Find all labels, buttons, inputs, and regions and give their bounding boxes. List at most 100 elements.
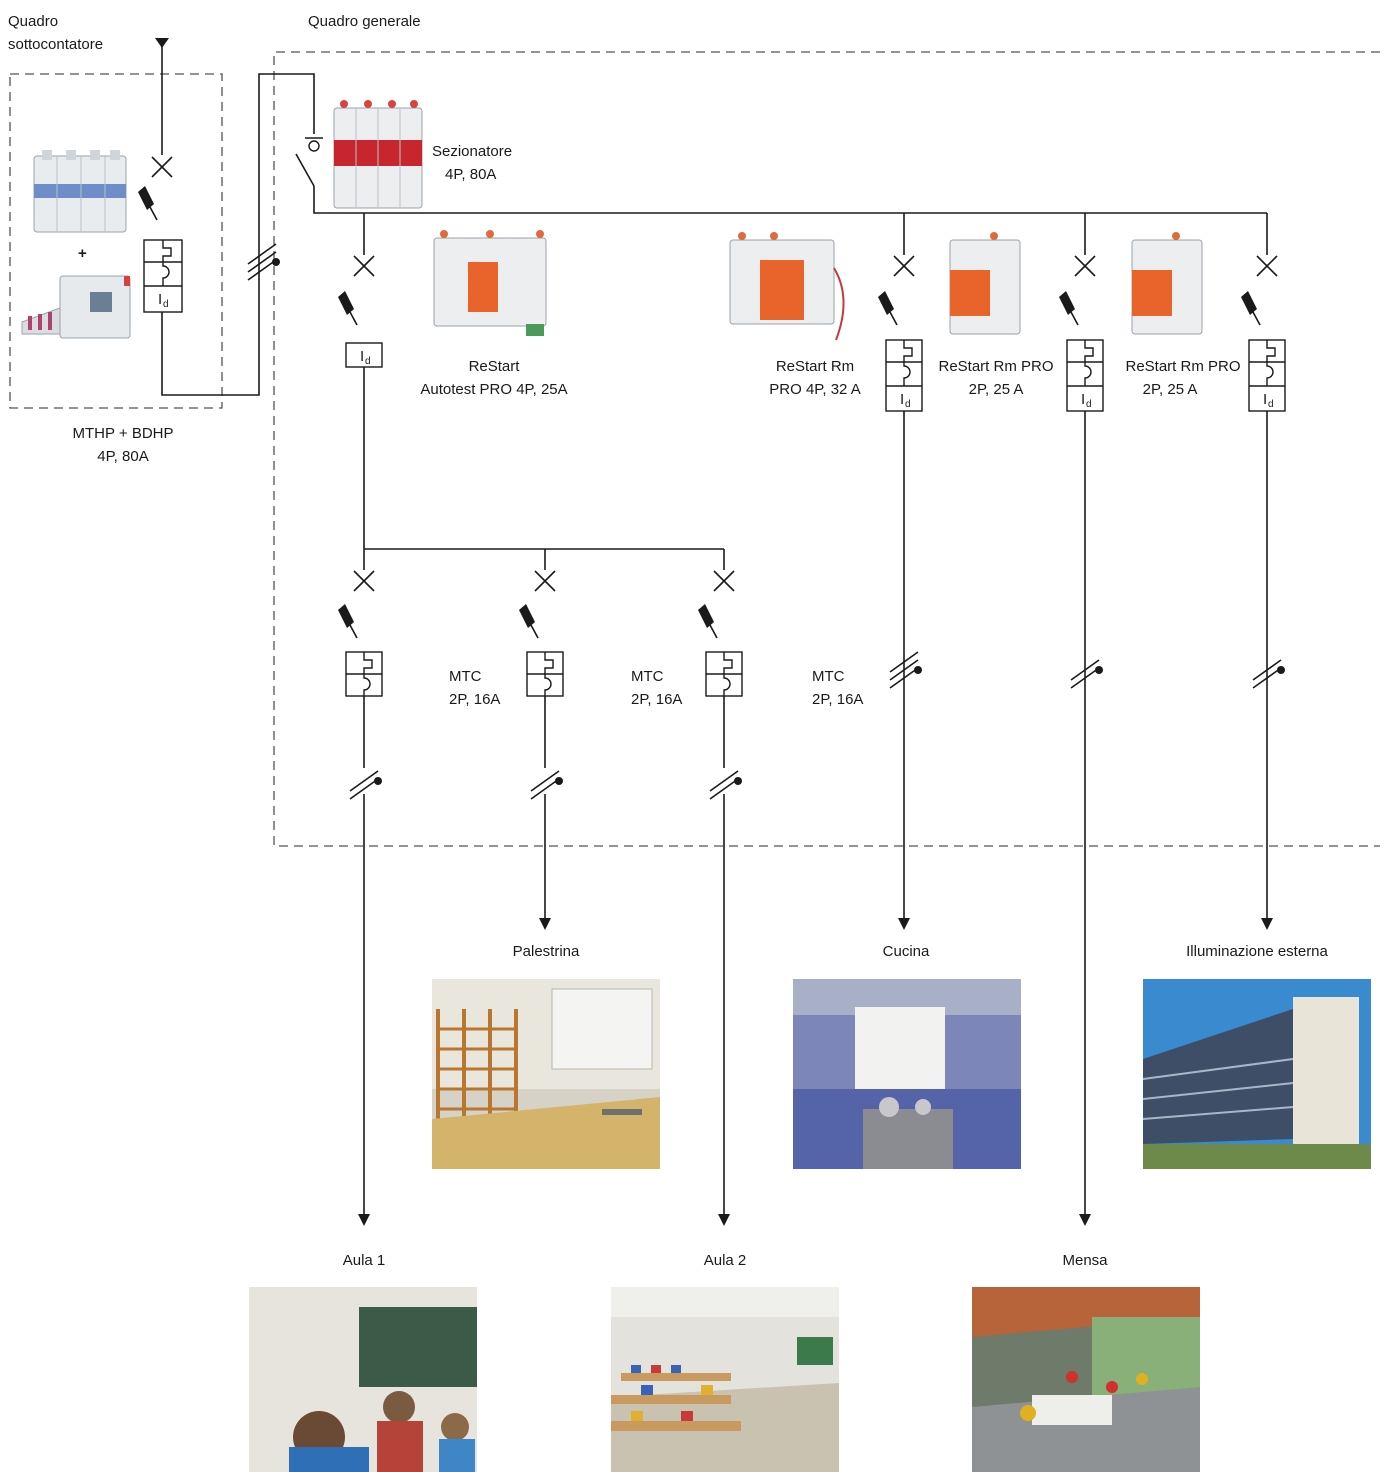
cucina-cross-b <box>893 255 915 277</box>
sezionatore-contact <box>308 140 320 152</box>
sub-branch-2-cable-dot <box>734 777 742 785</box>
sub-branch-0-cable-slash-0 <box>349 778 379 800</box>
illum-id-symbol: I <box>1263 391 1267 408</box>
illum-breaker-handle <box>1241 291 1257 315</box>
main-breaker-handle <box>138 186 154 210</box>
mthp-label: MTHP + BDHP <box>72 425 174 442</box>
illum-arrow <box>1261 918 1273 930</box>
cucina-breaker-contact <box>889 311 898 326</box>
sub-branch-0-breaker-handle <box>338 604 354 628</box>
cucina-magnetic <box>903 362 911 386</box>
cucina-photo <box>793 979 1021 1169</box>
mensa-id-sub: d <box>1086 399 1092 410</box>
sub-branch-2-thermal-bimetal <box>723 652 733 674</box>
sub-branch-1-cable-dot <box>555 777 563 785</box>
mthp-box <box>143 239 183 313</box>
aula1-arrow <box>358 1214 370 1226</box>
cucina-cable-slash-2 <box>889 651 919 673</box>
load-palestrina: Palestrina <box>512 943 580 960</box>
plus-sign: + <box>78 245 87 262</box>
mthp-bimetal <box>162 240 172 262</box>
illum-box <box>1248 339 1286 412</box>
illum-cable-slash-1 <box>1252 659 1282 681</box>
mtc-3-label: MTC <box>812 668 845 685</box>
restart-rm-pro-a-rating: 2P, 25 A <box>968 381 1024 398</box>
feeder-line <box>161 73 315 396</box>
aula-1-photo <box>249 1287 477 1472</box>
mensa-id-symbol: I <box>1081 391 1085 408</box>
mensa-photo <box>972 1287 1200 1472</box>
mthp-id-sub: d <box>163 299 169 310</box>
mthp-id-symbol: I <box>158 291 162 308</box>
sub-branch-0-breaker-contact <box>349 624 358 639</box>
cucina-bimetal <box>903 340 913 362</box>
mtc-3-rating: 2P, 16A <box>812 691 864 708</box>
illum-cable-dot <box>1277 666 1285 674</box>
cucina-arrow <box>898 918 910 930</box>
b1-id-symbol: I <box>360 348 364 365</box>
mensa-breaker-contact <box>1070 311 1079 326</box>
b1-id-symbol-sub: d <box>365 356 371 367</box>
illum-magnetic <box>1266 362 1274 386</box>
sub-panel-boundary <box>9 73 223 409</box>
sub-branch-2-thermal-magnetic <box>723 674 731 696</box>
busbar <box>313 186 1267 214</box>
feeder-cable-dot <box>272 258 280 266</box>
cucina-id-sub: d <box>905 399 911 410</box>
feeder-cable-slash-0 <box>247 259 277 281</box>
mensa-magnetic <box>1084 362 1092 386</box>
restart-autotest-rating: Autotest PRO 4P, 25A <box>420 381 568 398</box>
sezionatore-device-image <box>330 96 426 212</box>
mensa-bimetal <box>1084 340 1094 362</box>
cucina-box <box>885 339 923 412</box>
mensa-cable-slash-1 <box>1070 659 1100 681</box>
sub-branch-2-cable-slash-0 <box>709 778 739 800</box>
mtc-1-label: MTC <box>449 668 482 685</box>
sub-panel-title-line2: sottocontatore <box>8 36 104 53</box>
cucina-cable-slash-0 <box>889 667 919 689</box>
restart-autotest-device-image <box>430 228 552 340</box>
b1-id-box <box>345 342 383 368</box>
load-mensa: Mensa <box>1062 1252 1108 1269</box>
bdhp-device-image <box>20 272 132 342</box>
sub-branch-1-thermal-magnetic <box>544 674 552 696</box>
sub-branch-2-breaker-handle <box>698 604 714 628</box>
mensa-cable-dot <box>1095 666 1103 674</box>
mthp-magnetic <box>162 262 170 286</box>
sub-branch-0-thermal-magnetic <box>363 674 371 696</box>
main-panel-boundary <box>273 51 1380 847</box>
main-breaker-contact <box>149 206 158 221</box>
sub-branch-0-cable-slash-1 <box>349 770 379 792</box>
restart-rm-pro-b-rating: 2P, 25 A <box>1142 381 1198 398</box>
mensa-cable-slash-0 <box>1070 667 1100 689</box>
mtc-2-rating: 2P, 16A <box>631 691 683 708</box>
feeder-cable-slash-2 <box>247 243 277 265</box>
mtc-2-label: MTC <box>631 668 664 685</box>
sub-branch-2-cable-slash-1 <box>709 770 739 792</box>
restart-rm-pro-b-label: ReStart Rm PRO <box>1125 358 1241 375</box>
mtc-1-rating: 2P, 16A <box>449 691 501 708</box>
sub-branch-0-cable-dot <box>374 777 382 785</box>
b1-breaker-handle <box>338 291 354 315</box>
sub-branch-1-breaker-handle <box>519 604 535 628</box>
sub-branch-1-cable-slash-0 <box>530 778 560 800</box>
cucina-cable-slash-1 <box>889 659 919 681</box>
restart-rm-pro-b-device-image <box>1126 228 1212 340</box>
illuminazione-esterna-photo <box>1143 979 1371 1169</box>
restart-rm-4p-device-image <box>724 228 854 348</box>
aula2-arrow <box>718 1214 730 1226</box>
cucina-id-symbol: I <box>900 391 904 408</box>
illum-id-sub: d <box>1268 399 1274 410</box>
sub-branch-1-cable-slash-1 <box>530 770 560 792</box>
palestrina-arrow <box>539 918 551 930</box>
load-aula-2: Aula 2 <box>703 1252 747 1269</box>
load-aula-1: Aula 1 <box>342 1252 386 1269</box>
aula-2-photo <box>611 1287 839 1472</box>
illum-cable-slash-0 <box>1252 667 1282 689</box>
b1-cross-b <box>353 255 375 277</box>
sub-branch-1-breaker-contact <box>530 624 539 639</box>
palestrina-photo <box>432 979 660 1169</box>
restart-rm-pro-a-device-image <box>944 228 1030 340</box>
sub-branch-1-thermal-bimetal <box>544 652 554 674</box>
